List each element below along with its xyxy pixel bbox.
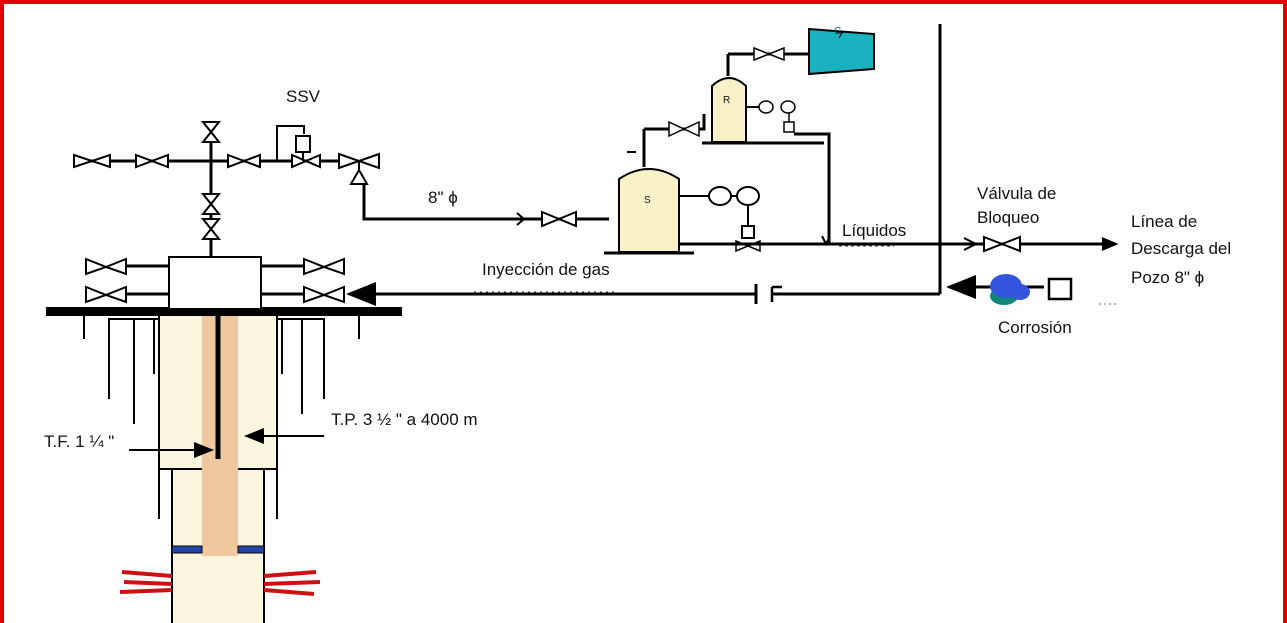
diameter-label: 8" ϕ bbox=[428, 188, 458, 207]
regulator-tag: R bbox=[723, 95, 731, 106]
line-to-separator bbox=[362, 184, 609, 228]
compressor bbox=[808, 27, 875, 76]
regulator-vessel bbox=[702, 46, 831, 244]
packer bbox=[171, 545, 265, 554]
production-tubing-label: T.P. 3 ½ " a 4000 m bbox=[331, 410, 478, 429]
ssv-label: SSV bbox=[286, 87, 321, 106]
ssv-valve bbox=[276, 125, 311, 161]
liquids-label: Líquidos bbox=[842, 221, 907, 240]
discharge-line-label-line1: Línea de bbox=[1131, 212, 1198, 231]
tubing-head bbox=[168, 256, 262, 310]
coiled-tubing-label: T.F. 1 ¼ " bbox=[44, 432, 115, 451]
block-valve-label-line2: Bloqueo bbox=[977, 208, 1040, 227]
discharge-line-label-line3: Pozo 8" ϕ bbox=[1131, 268, 1205, 287]
wellhead-flange bbox=[46, 307, 402, 316]
gas-injection-line bbox=[346, 282, 940, 306]
block-valve-label-line1: Válvula de bbox=[977, 184, 1057, 203]
corrosion-label: Corrosión bbox=[998, 318, 1072, 337]
master-valves bbox=[200, 121, 222, 257]
discharge-line-label-line2: Descarga del bbox=[1131, 239, 1232, 258]
separator-tag: S bbox=[644, 195, 651, 206]
casing-hanger-lines bbox=[83, 314, 360, 519]
compressor-tag: C bbox=[834, 26, 842, 37]
wing-valves-left bbox=[85, 257, 169, 304]
corrosion-sensor bbox=[990, 274, 1119, 305]
perforations bbox=[119, 570, 321, 596]
choke-valve bbox=[338, 152, 380, 185]
process-diagram bbox=[46, 24, 1119, 623]
liquids-line bbox=[679, 235, 1119, 253]
wing-valves-right bbox=[261, 257, 345, 304]
gas-injection-label: Inyección de gas bbox=[482, 260, 610, 279]
